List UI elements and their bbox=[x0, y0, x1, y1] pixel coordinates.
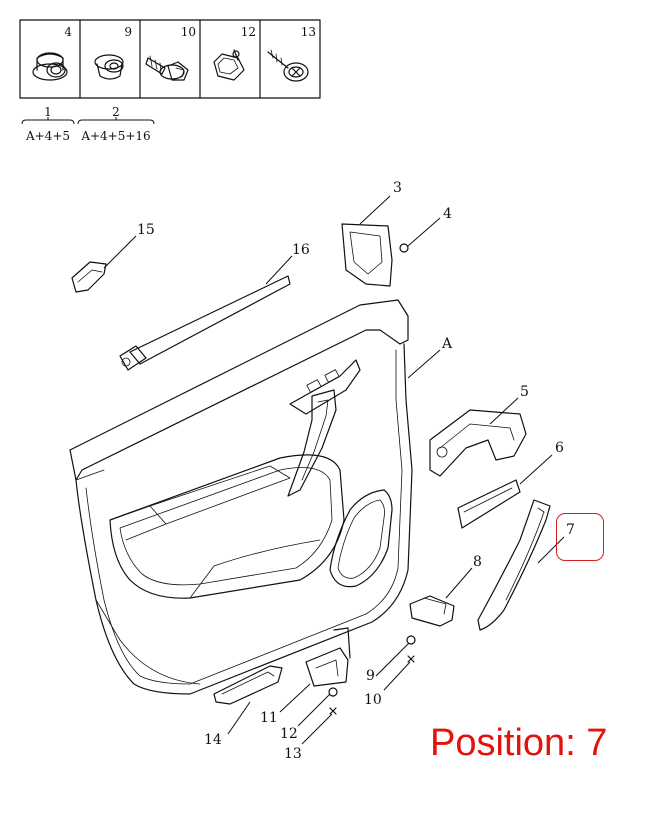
callout-3: 3 bbox=[393, 180, 402, 196]
clip-icon bbox=[213, 49, 245, 81]
kit-contents: A+4+5+16 bbox=[80, 129, 150, 143]
legend-cell-number: 9 bbox=[124, 25, 132, 39]
callout-5: 5 bbox=[520, 384, 529, 400]
callout-a: A bbox=[441, 336, 453, 352]
flanged-nut-icon bbox=[32, 52, 68, 81]
part-7-trim-panel bbox=[477, 499, 551, 631]
callout-10: 10 bbox=[364, 692, 382, 708]
callout-labels: 3 4 A 5 6 7 8 9 10 11 12 13 14 15 16 bbox=[137, 180, 575, 762]
callout-9: 9 bbox=[366, 668, 375, 684]
legend-cell-number: 12 bbox=[241, 25, 256, 39]
screw-icon bbox=[267, 49, 309, 82]
part-11-bracket bbox=[305, 627, 351, 687]
callout-4: 4 bbox=[443, 206, 452, 222]
callout-6: 6 bbox=[555, 440, 564, 456]
part-6-switch-panel bbox=[457, 479, 521, 529]
part-5-door-handle bbox=[429, 409, 527, 477]
part-16-trim-strip bbox=[119, 275, 291, 371]
callout-14: 14 bbox=[204, 732, 222, 748]
part-14-bezel bbox=[213, 665, 283, 705]
part-3-corner-trim bbox=[341, 223, 393, 287]
fastener-legend-table: 4 9 10 12 13 bbox=[19, 19, 321, 99]
part-8-bracket bbox=[409, 595, 455, 627]
kit-number: 1 bbox=[44, 105, 52, 119]
door-panel-a bbox=[69, 299, 413, 695]
flange-bolt-icon bbox=[145, 55, 189, 81]
callout-8: 8 bbox=[473, 554, 482, 570]
callout-15: 15 bbox=[137, 222, 155, 238]
part-15-bracket bbox=[71, 261, 107, 293]
push-nut-icon bbox=[94, 54, 124, 80]
callout-12: 12 bbox=[280, 726, 298, 742]
kit-contents: A+4+5 bbox=[25, 129, 70, 143]
callout-7: 7 bbox=[566, 522, 575, 538]
kit-labels: 1 A+4+5 2 A+4+5+16 bbox=[21, 105, 155, 143]
legend-cell-number: 10 bbox=[181, 25, 196, 39]
callout-13: 13 bbox=[284, 746, 302, 762]
position-label: Position: 7 bbox=[430, 722, 608, 764]
legend-cell-number: 4 bbox=[64, 25, 72, 39]
kit-number: 2 bbox=[112, 105, 120, 119]
legend-cell-number: 13 bbox=[301, 25, 316, 39]
callout-11: 11 bbox=[260, 710, 278, 726]
position-highlight-box bbox=[556, 513, 604, 561]
callout-16: 16 bbox=[292, 242, 310, 258]
